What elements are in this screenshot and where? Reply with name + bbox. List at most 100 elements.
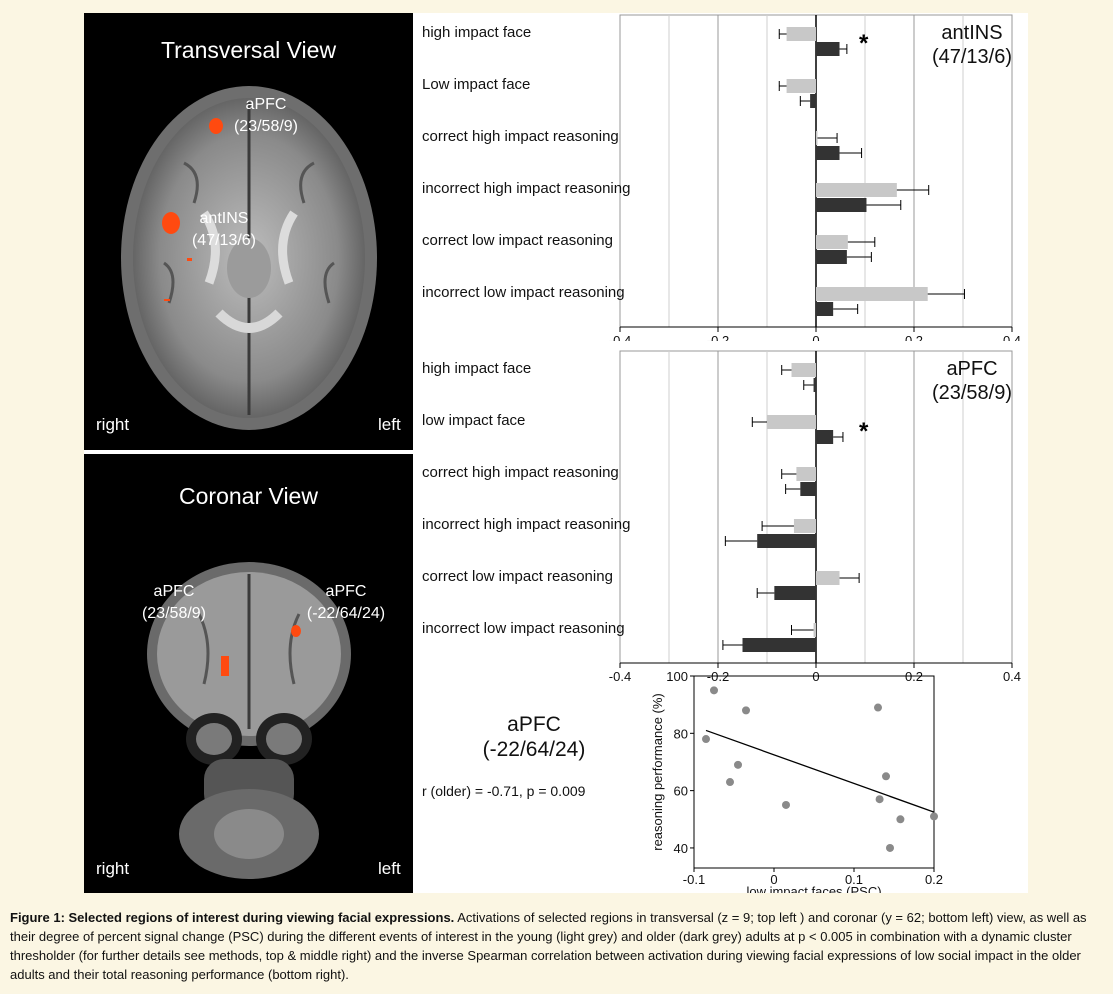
bar-older (774, 586, 816, 600)
data-point (874, 703, 882, 712)
transversal-roi-aPFC: aPFC (23/58/9) (226, 94, 306, 138)
data-point (886, 843, 894, 852)
x-tick-label: -0.1 (683, 872, 705, 887)
category-label: correct high impact reasoning (422, 464, 619, 481)
caption-text: Activations of selected regions in trans… (10, 910, 1087, 982)
transversal-roi-antINS: antINS (47/13/6) (184, 208, 264, 252)
activation-aPFC (209, 118, 223, 134)
coronar-left-label: left (378, 859, 401, 878)
coronar-roi-left: aPFC (23/58/9) (134, 581, 214, 625)
bar-young (786, 79, 816, 93)
coronar-roi-right: aPFC (-22/64/24) (294, 581, 398, 625)
significance-star: * (859, 418, 869, 445)
bar-older (816, 430, 834, 444)
bar-young (816, 287, 928, 301)
roi-name: aPFC (325, 583, 367, 600)
data-point (734, 760, 742, 769)
category-label: incorrect high impact reasoning (422, 180, 630, 197)
x-tick-label: -0.4 (609, 333, 631, 341)
transversal-left-label: left (378, 415, 401, 434)
figure: Transversal View aPFC (23/58/9) antINS (… (84, 13, 1028, 893)
bar-young (767, 415, 816, 429)
bar-older (800, 482, 816, 496)
bar-young (816, 131, 818, 145)
region-label: antINS (941, 22, 1002, 44)
y-tick-label: 40 (674, 841, 688, 856)
category-label: correct high impact reasoning (422, 128, 619, 145)
bar-young (786, 27, 816, 41)
y-tick-label: 100 (666, 669, 688, 684)
transversal-brain-panel: Transversal View aPFC (23/58/9) antINS (… (84, 13, 413, 450)
bar-young (793, 519, 816, 533)
category-label: incorrect high impact reasoning (422, 516, 630, 533)
x-tick-label: 0.2 (925, 872, 943, 887)
scatter-plot: -0.1 0 0.1 0.2 40 60 80 100 low impact faces (PS… (650, 669, 943, 893)
bar-young (791, 363, 816, 377)
bar-young (816, 235, 848, 249)
bar-older (742, 638, 816, 652)
bar-older (813, 378, 816, 392)
category-label: incorrect low impact reasoning (422, 284, 625, 301)
roi-coord: (-22/64/24) (306, 605, 386, 622)
x-tick-label: 0.2 (905, 669, 923, 681)
y-tick-label: 60 (674, 784, 688, 799)
category-label: Low impact face (422, 76, 530, 93)
bar-older (816, 250, 847, 264)
region-coord: (47/13/6) (932, 46, 1012, 68)
figure-caption: Figure 1: Selected regions of interest d… (10, 908, 1104, 984)
data-point (875, 795, 884, 804)
coronar-right-label: right (96, 859, 130, 878)
roi-coord: (23/58/9) (141, 605, 207, 622)
y-axis-label: reasoning performance (%) (650, 693, 665, 851)
x-tick-label: 0.4 (1003, 669, 1021, 681)
region-coord: (23/58/9) (932, 382, 1012, 404)
bar-older (810, 94, 816, 108)
x-tick-label: -0.2 (707, 669, 729, 681)
x-tick-label: -0.2 (707, 333, 729, 341)
correlation-coord: (-22/64/24) (482, 738, 586, 761)
transversal-right-label: right (96, 415, 130, 434)
activation-antINS (162, 212, 180, 234)
transversal-brain-image (121, 86, 377, 430)
bar-young (813, 623, 816, 637)
x-tick-label: -0.4 (609, 669, 631, 681)
bar-older (757, 534, 816, 548)
category-label: incorrect low impact reasoning (422, 620, 625, 637)
coronar-brain-image (147, 562, 351, 879)
correlation-stat: r (older) = -0.71, p = 0.009 (422, 783, 586, 799)
coronar-brain-panel: Coronar View aPFC (23/58/9) aPFC (-22/64… (84, 454, 413, 893)
category-label: high impact face (422, 24, 531, 41)
significance-star: * (859, 30, 869, 57)
data-point (930, 812, 938, 821)
coronar-title: Coronar View (179, 483, 318, 509)
data-point (710, 686, 718, 695)
activation-aPFC-23 (221, 656, 229, 676)
category-label: correct low impact reasoning (422, 568, 613, 585)
bar-older (816, 42, 840, 56)
data-point (882, 772, 890, 781)
category-label: high impact face (422, 360, 531, 377)
y-tick-label: 80 (674, 726, 688, 741)
x-tick-label: 0.1 (845, 872, 863, 887)
x-axis-label: low impact faces (PSC) (746, 884, 881, 893)
category-label: correct low impact reasoning (422, 232, 613, 249)
x-tick-label: 0.2 (905, 333, 923, 341)
caption-title: Figure 1: Selected regions of interest d… (10, 910, 455, 925)
data-point (702, 735, 710, 744)
transversal-title: Transversal View (160, 37, 337, 63)
x-tick-label: 0 (770, 872, 777, 887)
activation-aPFC-22 (291, 625, 301, 637)
regression-line (705, 729, 935, 813)
bar-young (816, 571, 840, 585)
x-tick-label: 0.4 (1003, 333, 1021, 341)
plot-frame (693, 675, 935, 869)
data-point (896, 815, 905, 824)
data-point (726, 778, 734, 787)
roi-name: aPFC (245, 96, 287, 113)
roi-coord: (23/58/9) (233, 118, 299, 135)
bar-older (816, 198, 867, 212)
bar-young (816, 183, 897, 197)
roi-coord: (47/13/6) (191, 232, 257, 249)
correlation-region: aPFC (507, 713, 561, 736)
